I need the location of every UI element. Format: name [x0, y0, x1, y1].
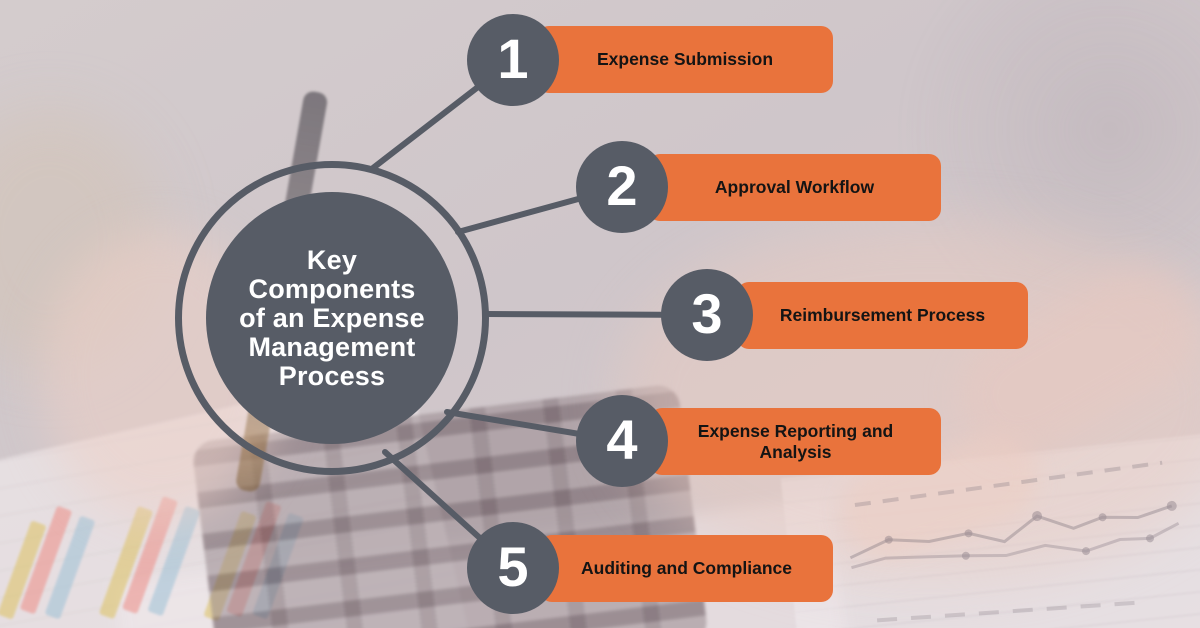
item-label-bar-1: Expense Submission	[537, 26, 833, 93]
page-title: Key Components of an Expense Management …	[239, 244, 425, 391]
item-label-bar-5: Auditing and Compliance	[540, 535, 833, 602]
center-circle: Key Components of an Expense Management …	[206, 192, 458, 444]
item-number-circle-1: 1	[467, 14, 559, 106]
item-number-circle-4: 4	[576, 395, 668, 487]
faded-line-chart	[849, 460, 1180, 623]
item-number-circle-2: 2	[576, 141, 668, 233]
item-label-bar-4: Expense Reporting and Analysis	[650, 408, 941, 475]
title-line: Management	[248, 331, 416, 362]
item-number-1: 1	[497, 27, 529, 90]
title-line: of an Expense	[239, 302, 425, 333]
item-label-3: Reimbursement Process	[779, 305, 986, 325]
title-line: Process	[278, 360, 386, 391]
item-number-circle-3: 3	[661, 269, 753, 361]
item-label-1: Expense Submission	[596, 49, 774, 69]
item-label-2: Approval Workflow	[714, 177, 875, 197]
item-number-2: 2	[606, 154, 638, 217]
item-label-5: Auditing and Compliance	[581, 558, 792, 578]
item-number-circle-5: 5	[467, 522, 559, 614]
item-number-5: 5	[497, 535, 529, 598]
center-ring	[175, 161, 489, 475]
item-number-4: 4	[606, 408, 638, 471]
item-number-3: 3	[691, 282, 723, 345]
item-label-bar-2: Approval Workflow	[648, 154, 941, 221]
title-line: Components	[248, 273, 416, 304]
title-line: Key	[306, 244, 358, 275]
item-label-bar-3: Reimbursement Process	[737, 282, 1028, 349]
item-label-4: Expense Reporting and Analysis	[697, 420, 894, 462]
